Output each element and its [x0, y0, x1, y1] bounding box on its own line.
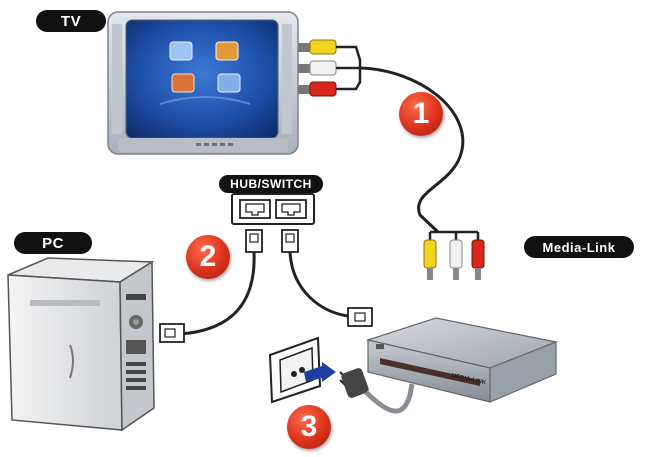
hub-switch — [231, 193, 315, 225]
pc-tower — [7, 257, 155, 432]
tv-buttons — [196, 143, 233, 146]
tv-label: TV — [36, 10, 106, 32]
pc-ethernet-plug — [159, 323, 185, 343]
power-cable — [364, 383, 415, 414]
hub-ethernet-plugs — [245, 229, 299, 253]
plug-in-arrow-icon — [304, 362, 336, 382]
wall-socket — [268, 336, 322, 404]
tv-rca-plugs — [298, 39, 337, 97]
tv-base — [118, 138, 288, 152]
media-link-device — [365, 317, 559, 403]
tv-set — [107, 11, 299, 155]
tv-speaker-left — [112, 24, 122, 134]
rca-cable-tv-end — [336, 45, 362, 91]
step-2-badge: 2 — [186, 235, 230, 279]
tv-speaker-right — [282, 24, 292, 134]
rca-cable — [359, 66, 465, 234]
media-link-ethernet-plug — [347, 307, 373, 327]
power-plug — [339, 368, 369, 398]
tv-screen — [125, 19, 279, 139]
ethernet-cable-media-link — [288, 251, 349, 318]
media-link-label: Media-Link — [524, 236, 634, 258]
tv-menu-icons — [159, 41, 251, 105]
step-3-badge: 3 — [287, 405, 331, 449]
pc-label: PC — [14, 232, 92, 254]
hub-switch-label: HUB/SWITCH — [219, 175, 323, 193]
ethernet-cable-pc — [179, 251, 256, 336]
step-1-badge: 1 — [399, 92, 443, 136]
media-link-rca-plugs — [423, 232, 485, 280]
